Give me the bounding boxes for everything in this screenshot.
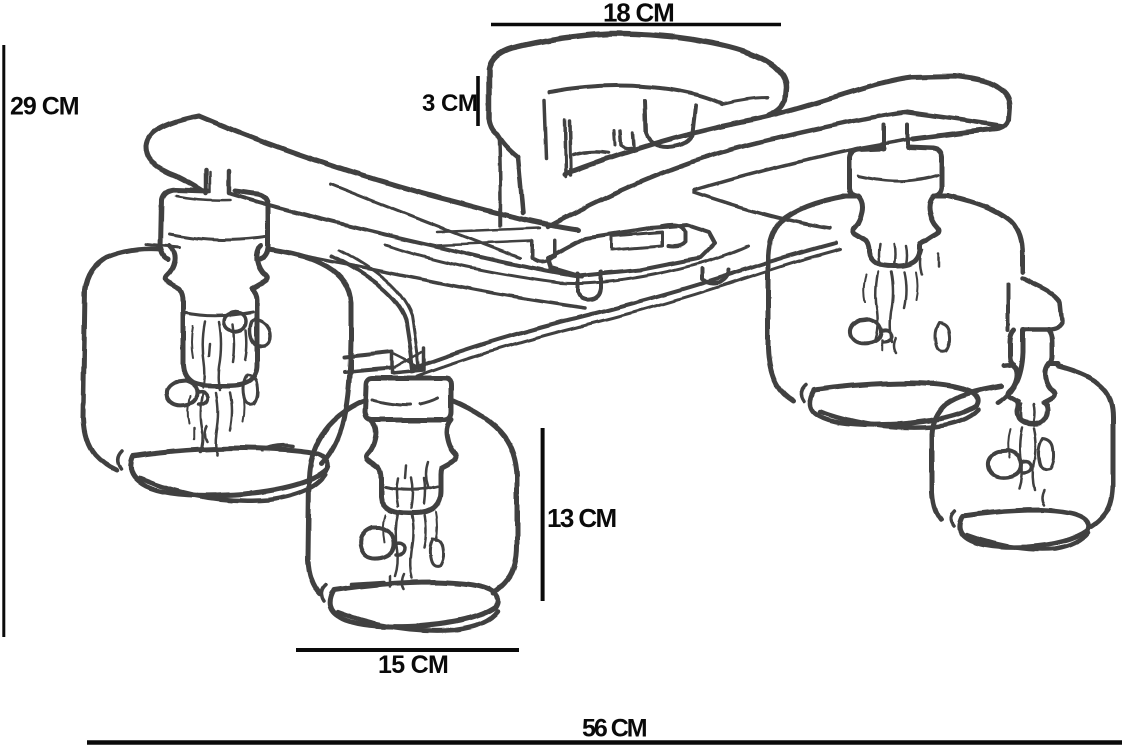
svg-text:3 CM: 3 CM — [422, 90, 477, 117]
svg-text:29 CM: 29 CM — [10, 93, 79, 121]
svg-text:13 CM: 13 CM — [547, 503, 616, 533]
svg-text:18 CM: 18 CM — [603, 0, 674, 28]
svg-text:56 CM: 56 CM — [582, 715, 647, 743]
svg-text:15 CM: 15 CM — [378, 651, 448, 679]
